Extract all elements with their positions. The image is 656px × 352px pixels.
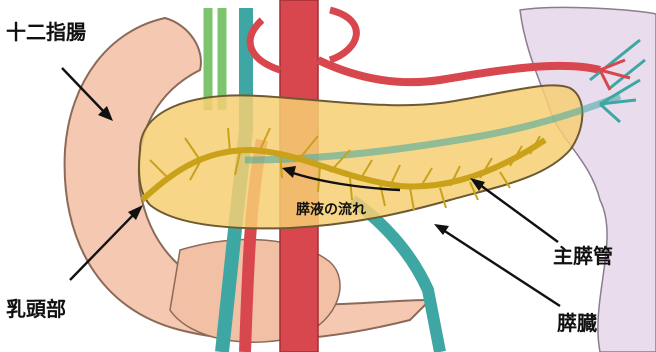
spleen (520, 7, 656, 352)
label-juice-flow: 膵液の流れ (296, 199, 366, 219)
label-pancreas: 膵臓 (557, 307, 597, 336)
label-main-duct: 主膵管 (553, 240, 613, 269)
label-papilla: 乳頭部 (6, 293, 66, 322)
green-vessel (208, 8, 222, 110)
label-duodenum: 十二指腸 (6, 16, 86, 45)
